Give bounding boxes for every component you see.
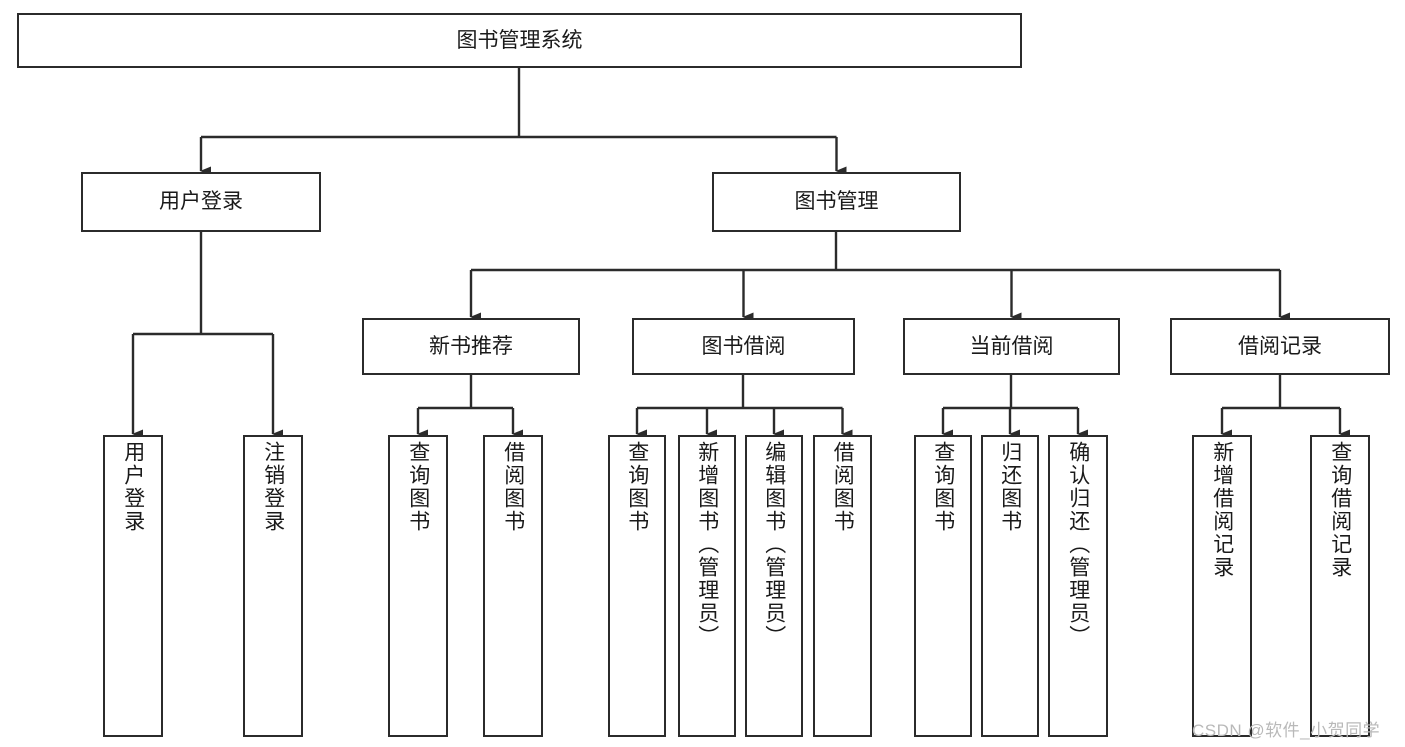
node-leaf-user-login: 用户登录 [103,435,163,737]
node-leaf-borrow-book-1: 借阅图书 [483,435,543,737]
node-label: 查询图书 [406,441,430,533]
node-label: 借阅图书 [501,441,525,533]
node-label: 当前借阅 [969,334,1054,358]
node-new-book-recommend: 新书推荐 [362,318,580,375]
node-leaf-logout: 注销登录 [243,435,303,737]
node-label: 图书借阅 [701,334,786,358]
node-root: 图书管理系统 [17,13,1022,68]
node-borrow-record: 借阅记录 [1170,318,1390,375]
node-user-login: 用户登录 [81,172,321,232]
node-book-management: 图书管理 [712,172,961,232]
node-leaf-add-record: 新增借阅记录 [1192,435,1252,737]
node-label: 用户登录 [159,190,243,214]
node-leaf-edit-book: 编辑图书（管理员） [745,435,803,737]
node-label: 图书管理 [794,190,879,214]
node-leaf-borrow-book-2: 借阅图书 [813,435,872,737]
node-leaf-query-record: 查询借阅记录 [1310,435,1370,737]
connector-edges [131,68,1350,439]
watermark-text: CSDN @软件_小贺同学 [1192,721,1381,740]
node-label: 确认归还（管理员） [1066,441,1090,648]
node-label: 借阅记录 [1238,334,1322,358]
node-leaf-add-book: 新增图书（管理员） [678,435,736,737]
node-book-borrow: 图书借阅 [632,318,855,375]
node-label: 借阅图书 [831,441,855,533]
node-label: 图书管理系统 [456,28,583,52]
node-label: 编辑图书（管理员） [762,441,786,648]
node-label: 新增图书（管理员） [695,441,719,648]
node-label: 新书推荐 [429,334,513,358]
node-label: 注销登录 [261,441,285,533]
node-label: 用户登录 [121,441,145,533]
node-leaf-confirm-return: 确认归还（管理员） [1048,435,1108,737]
node-leaf-query-book-1: 查询图书 [388,435,448,737]
node-leaf-query-book-3: 查询图书 [914,435,972,737]
node-label: 归还图书 [998,441,1022,533]
node-label: 查询借阅记录 [1328,441,1352,579]
node-label: 查询图书 [625,441,649,533]
node-label: 新增借阅记录 [1210,441,1234,579]
node-label: 查询图书 [931,441,955,533]
node-current-borrow: 当前借阅 [903,318,1120,375]
node-leaf-query-book-2: 查询图书 [608,435,666,737]
node-leaf-return-book: 归还图书 [981,435,1039,737]
